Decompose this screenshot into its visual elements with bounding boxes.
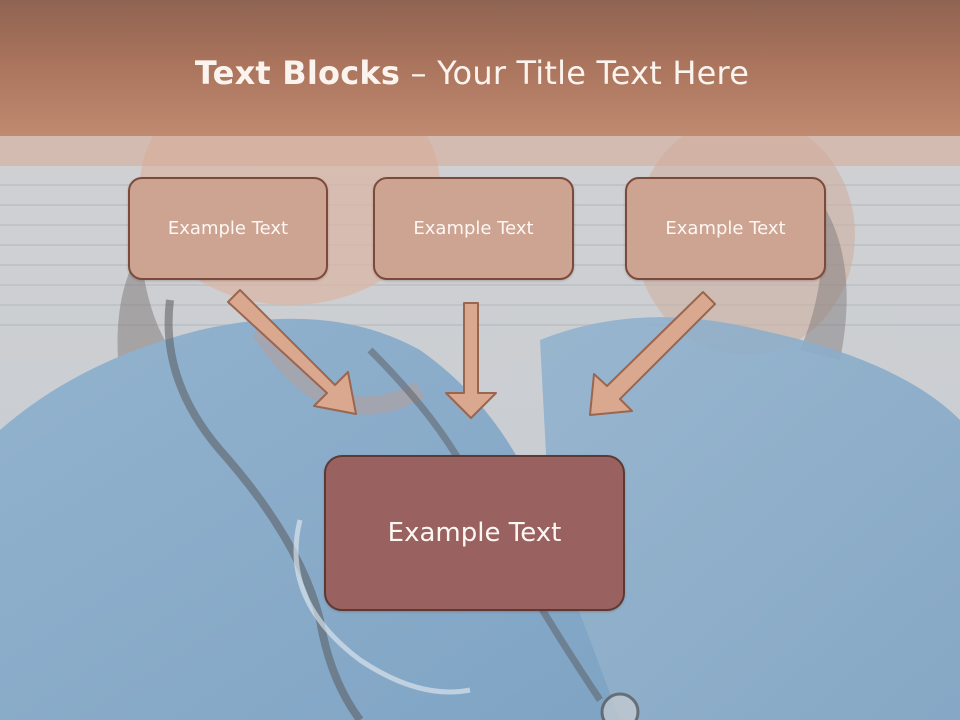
main-text-block-label: Example Text [387,518,562,548]
title-divider-strip [0,136,960,166]
title-separator: – [400,54,438,92]
text-block-2[interactable]: Example Text [373,177,574,280]
text-block-2-label: Example Text [413,218,534,239]
title-bar [0,0,960,136]
text-block-3[interactable]: Example Text [625,177,826,280]
title-bold-part: Text Blocks [194,54,401,92]
text-block-1-label: Example Text [167,218,289,239]
text-block-3-label: Example Text [665,218,786,239]
text-block-1[interactable]: Example Text [128,177,328,280]
main-text-block[interactable]: Example Text [324,455,625,611]
slide-title[interactable]: Text Blocks – Your Title Text Here [0,54,944,92]
title-rest: Your Title Text Here [437,54,750,92]
